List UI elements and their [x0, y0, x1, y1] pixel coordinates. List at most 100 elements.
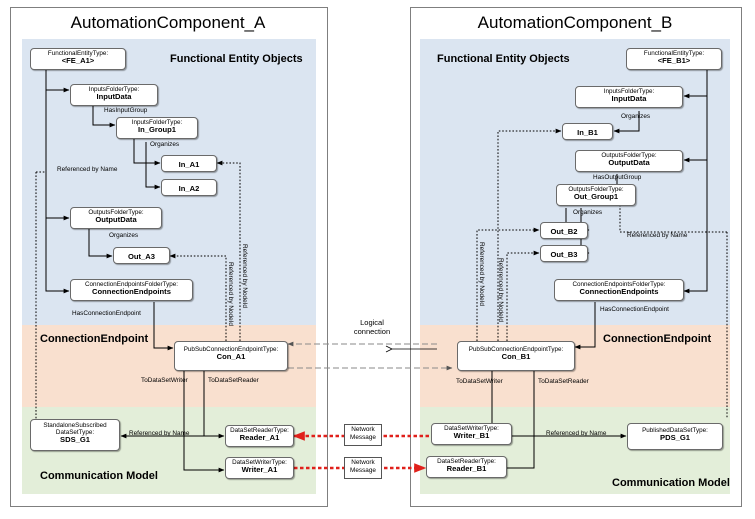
fe-b1-type: FunctionalEntityType:: [643, 50, 705, 57]
a-ref-by-nodeid-label-2: Referenced by NodeId: [227, 262, 234, 326]
in-group1-type: InputsFolderType:: [131, 119, 183, 126]
writer-b1-type: DataSetWriterType:: [444, 425, 499, 432]
a-to-dataset-writer-label: ToDataSetWriter: [141, 377, 188, 384]
in-b1-variable[interactable]: In_B1: [562, 123, 613, 140]
connection-endpoints-folder-b-name: ConnectionEndpoints: [579, 287, 659, 297]
writer-a1[interactable]: DataSetWriterType: Writer_A1: [225, 457, 294, 479]
reader-b1-name: Reader_B1: [446, 464, 487, 474]
a-to-dataset-reader-label: ToDataSetReader: [208, 377, 259, 384]
input-data-folder-a[interactable]: InputsFolderType: InputData: [70, 84, 158, 106]
in-a1-name: In_A1: [178, 160, 200, 169]
con-a1-type: PubSubConnectionEndpointType:: [183, 346, 279, 353]
out-b3-name: Out_B3: [550, 250, 578, 259]
logical-connection-label: Logical connection: [353, 318, 391, 337]
con-a1-endpoint[interactable]: PubSubConnectionEndpointType: Con_A1: [174, 341, 288, 371]
connection-endpoints-folder-a[interactable]: ConnectionEndpointsFolderType: Connectio…: [70, 279, 193, 301]
b-ref-by-nodeid-label-2: Referenced by NodeId: [497, 258, 504, 322]
con-a1-name: Con_A1: [216, 352, 246, 362]
a-ref-by-nodeid-label-1: Referenced by NodeId: [241, 244, 248, 308]
in-a1-variable[interactable]: In_A1: [161, 155, 217, 172]
connection-endpoints-folder-b-type: ConnectionEndpointsFolderType:: [572, 281, 666, 288]
b-referenced-by-name-label: Referenced by Name: [627, 232, 688, 239]
network-message-box-2: Network Message: [344, 457, 382, 479]
out-group1-name: Out_Group1: [573, 192, 619, 202]
output-data-folder-a[interactable]: OutputsFolderType: OutputData: [70, 207, 162, 229]
pds-g1-type: PublishedDataSetType:: [642, 427, 708, 434]
b-has-output-group-label: HasOutputGroup: [593, 174, 642, 181]
component-b-title: AutomationComponent_B: [477, 13, 673, 32]
in-b1-name: In_B1: [577, 128, 598, 137]
b-organizes-label-1: Organizes: [621, 113, 651, 120]
fe-b1-node[interactable]: FunctionalEntityType: <FE_B1>: [626, 48, 722, 70]
reader-b1[interactable]: DataSetReaderType: Reader_B1: [426, 456, 507, 478]
output-data-folder-a-name: OutputData: [95, 215, 137, 225]
in-a2-variable[interactable]: In_A2: [161, 179, 217, 196]
a-referenced-by-name-label: Referenced by Name: [57, 166, 118, 173]
b-cm-referenced-by-name-label: Referenced by Name: [546, 430, 607, 437]
out-a3-name: Out_A3: [127, 252, 155, 261]
fe-b1-name: <FE_B1>: [657, 56, 691, 66]
writer-b1[interactable]: DataSetWriterType: Writer_B1: [431, 423, 512, 445]
input-data-folder-b-name: InputData: [611, 94, 647, 104]
b-to-dataset-reader-label: ToDataSetReader: [538, 378, 589, 385]
component-b-functional-heading: Functional Entity Objects: [437, 53, 570, 65]
fe-a1-node[interactable]: FunctionalEntityType: <FE_A1>: [30, 48, 126, 70]
component-b-communication-band: [420, 407, 730, 494]
b-ref-by-nodeid-label-1: Referenced by NodeId: [478, 242, 485, 306]
out-b2-variable[interactable]: Out_B2: [540, 222, 588, 239]
in-a2-name: In_A2: [178, 184, 200, 193]
in-group1-name: In_Group1: [138, 125, 176, 135]
component-b-connection-heading: ConnectionEndpoint: [603, 333, 712, 345]
writer-a1-type: DataSetWriterType:: [232, 459, 287, 466]
con-b1-type: PubSubConnectionEndpointType:: [468, 346, 564, 353]
connection-endpoints-folder-b[interactable]: ConnectionEndpointsFolderType: Connectio…: [554, 279, 684, 301]
a-cm-referenced-by-name-label: Referenced by Name: [129, 430, 190, 437]
sds-g1-dataset[interactable]: StandaloneSubscribed DataSetType: SDS_G1: [30, 419, 120, 451]
component-a-functional-heading: Functional Entity Objects: [170, 53, 303, 65]
sds-g1-type: StandaloneSubscribed DataSetType:: [43, 422, 107, 437]
a-has-connection-endpoint-label: HasConnectionEndpoint: [72, 310, 141, 317]
reader-a1-type: DataSetReaderType:: [230, 427, 289, 434]
component-a-title: AutomationComponent_A: [70, 13, 266, 32]
component-b-communication-heading: Communication Model: [612, 477, 730, 489]
out-b3-variable[interactable]: Out_B3: [540, 245, 588, 262]
out-group1-type: OutputsFolderType:: [568, 186, 624, 193]
a-organizes-label-2: Organizes: [109, 232, 139, 239]
output-data-folder-a-type: OutputsFolderType:: [88, 209, 144, 216]
out-b2-name: Out_B2: [550, 227, 578, 236]
network-message-box-1: Network Message: [344, 424, 382, 446]
input-data-folder-a-type: InputsFolderType:: [88, 86, 140, 93]
a-organizes-label-1: Organizes: [150, 141, 180, 148]
con-b1-endpoint[interactable]: PubSubConnectionEndpointType: Con_B1: [457, 341, 575, 371]
reader-a1[interactable]: DataSetReaderType: Reader_A1: [225, 425, 294, 447]
a-has-input-group-label: HasInputGroup: [104, 107, 148, 114]
b-to-dataset-writer-label: ToDataSetWriter: [456, 378, 503, 385]
component-a-communication-heading: Communication Model: [40, 470, 158, 482]
fe-a1-type: FunctionalEntityType:: [47, 50, 109, 57]
fe-a1-name: <FE_A1>: [61, 56, 95, 66]
connection-endpoints-folder-a-type: ConnectionEndpointsFolderType:: [84, 281, 179, 288]
connection-endpoints-folder-a-name: ConnectionEndpoints: [92, 287, 171, 297]
output-data-folder-b[interactable]: OutputsFolderType: OutputData: [575, 150, 683, 172]
pds-g1-name: PDS_G1: [660, 433, 690, 443]
pds-g1-dataset[interactable]: PublishedDataSetType: PDS_G1: [627, 423, 723, 450]
output-data-folder-b-type: OutputsFolderType:: [601, 152, 657, 159]
b-has-connection-endpoint-label: HasConnectionEndpoint: [600, 306, 669, 313]
output-data-folder-b-name: OutputData: [608, 158, 650, 168]
out-group1-folder[interactable]: OutputsFolderType: Out_Group1: [556, 184, 636, 206]
b-organizes-label-2: Organizes: [573, 209, 603, 216]
reader-a1-name: Reader_A1: [239, 433, 280, 443]
sds-g1-name: SDS_G1: [60, 435, 90, 445]
con-b1-name: Con_B1: [501, 352, 531, 362]
input-data-folder-b-type: InputsFolderType:: [603, 88, 655, 95]
input-data-folder-b[interactable]: InputsFolderType: InputData: [575, 86, 683, 108]
in-group1-folder[interactable]: InputsFolderType: In_Group1: [116, 117, 198, 139]
writer-a1-name: Writer_A1: [241, 465, 278, 475]
component-a-connection-heading: ConnectionEndpoint: [40, 333, 149, 345]
out-a3-variable[interactable]: Out_A3: [113, 247, 170, 264]
input-data-folder-a-name: InputData: [96, 92, 132, 102]
reader-b1-type: DataSetReaderType:: [437, 458, 496, 465]
writer-b1-name: Writer_B1: [453, 431, 490, 441]
